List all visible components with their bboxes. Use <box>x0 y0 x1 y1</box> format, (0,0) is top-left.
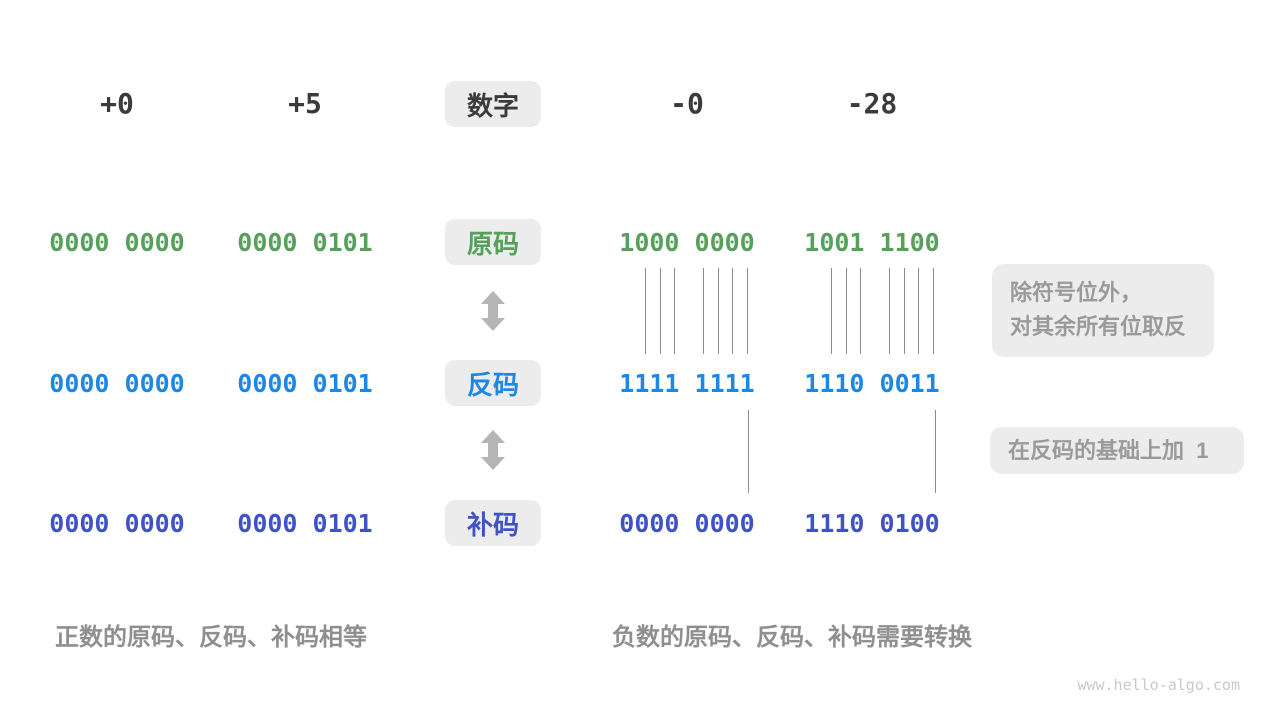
bit-flip-line <box>732 268 733 354</box>
add-one-note-text: 在反码的基础上加 1 <box>1008 438 1209 463</box>
flip-bits-note-line1: 除符号位外， <box>1010 280 1143 305</box>
flip-bits-note-line2: 对其余所有位取反 <box>1010 314 1187 339</box>
twos-complement-value: 1110 0100 <box>804 509 940 538</box>
bit-flip-line <box>674 268 675 354</box>
ones-complement-value: 1111 1111 <box>619 369 755 398</box>
header-number-neg-zero: -0 <box>670 87 704 120</box>
watermark-url: www.hello-algo.com <box>1077 676 1240 694</box>
bit-flip-line <box>645 268 646 354</box>
positive-caption: 正数的原码、反码、补码相等 <box>55 624 367 651</box>
twos-complement-value: 0000 0000 <box>619 509 755 538</box>
negative-caption: 负数的原码、反码、补码需要转换 <box>612 624 972 651</box>
ones-complement-value: 0000 0101 <box>237 369 373 398</box>
twos-complement-value: 0000 0101 <box>237 509 373 538</box>
sign-magnitude-value: 1000 0000 <box>619 228 755 257</box>
header-number-neg-28: -28 <box>846 87 898 120</box>
ones-complement-value: 1110 0011 <box>804 369 940 398</box>
bit-flip-line <box>747 268 748 354</box>
sign-magnitude-badge: 原码 <box>445 219 541 265</box>
sign-magnitude-value: 1001 1100 <box>804 228 940 257</box>
bit-flip-line <box>660 268 661 354</box>
header-number-pos-zero: +0 <box>100 87 134 120</box>
flip-bits-note: 除符号位外， 对其余所有位取反 <box>992 264 1214 357</box>
swap-arrow-icon <box>481 430 505 475</box>
add-one-note: 在反码的基础上加 1 <box>990 427 1244 474</box>
bit-flip-line <box>831 268 832 354</box>
ones-complement-badge: 反码 <box>445 360 541 406</box>
number-label-badge: 数字 <box>445 81 541 127</box>
bit-flip-line <box>718 268 719 354</box>
add-one-line <box>748 410 749 493</box>
bit-flip-line <box>918 268 919 354</box>
swap-arrow-icon <box>481 291 505 336</box>
twos-complement-value: 0000 0000 <box>49 509 185 538</box>
twos-complement-badge: 补码 <box>445 500 541 546</box>
bit-flip-line <box>846 268 847 354</box>
bit-flip-line <box>889 268 890 354</box>
ones-complement-value: 0000 0000 <box>49 369 185 398</box>
bit-flip-line <box>933 268 934 354</box>
add-one-line <box>935 410 936 493</box>
sign-magnitude-value: 0000 0101 <box>237 228 373 257</box>
header-number-pos-five: +5 <box>288 87 322 120</box>
bit-flip-line <box>904 268 905 354</box>
sign-magnitude-value: 0000 0000 <box>49 228 185 257</box>
bit-flip-line <box>860 268 861 354</box>
bit-flip-line <box>703 268 704 354</box>
